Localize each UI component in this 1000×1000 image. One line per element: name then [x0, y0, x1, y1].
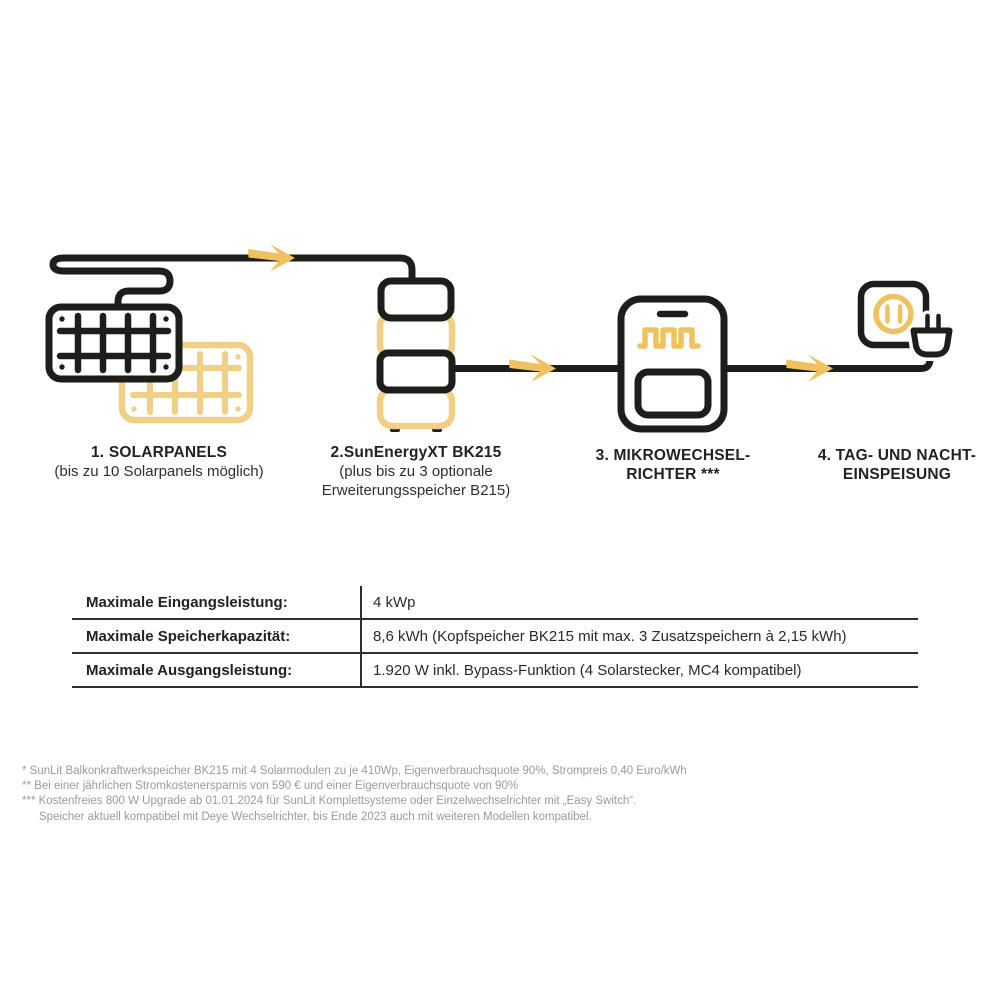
step-label-solarpanels: 1. SOLARPANELS (bis zu 10 Solarpanels mö… [54, 443, 263, 481]
flow-arrow-icons [248, 244, 833, 382]
system-flow-diagram [45, 244, 956, 433]
plug-icon [910, 313, 953, 358]
arrow-right-icon [248, 244, 295, 272]
arrow-right-icon [786, 354, 833, 382]
step-title: 4. TAG- UND NACHT- [817, 447, 977, 464]
spec-label: Maximale Eingangsleistung: [86, 593, 288, 611]
step-title: 3. MIKROWECHSEL- [595, 447, 751, 464]
wire-panel-to-battery [49, 254, 416, 316]
spec-value: 4 kWp [373, 593, 416, 611]
spec-label: Maximale Speicherkapazität: [86, 627, 291, 645]
battery-storage-icon [376, 277, 456, 432]
step-label-mikrowechselrichter: 3. MIKROWECHSEL- RICHTER *** [596, 446, 751, 484]
step-subtitle: (plus bis zu 3 optionale [339, 463, 493, 480]
square-wave-icon [637, 327, 701, 349]
step-label-sunenergyxt-bk215: 2.SunEnergyXT BK215 (plus bis zu 3 optio… [322, 443, 510, 500]
footnote: *** Kostenfreies 800 W Upgrade ab 01.01.… [22, 795, 637, 808]
specs-table: Maximale Eingangsleistung: 4 kWp Maximal… [72, 586, 918, 688]
step-title: 2.SunEnergyXT BK215 [330, 444, 502, 461]
table-row: Maximale Speicherkapazität: 8,6 kWh (Kop… [72, 620, 918, 654]
power-outlet-plug-icon [857, 280, 956, 361]
spec-value: 1.920 W inkl. Bypass-Funktion (4 Solarst… [373, 661, 802, 679]
footnote: * SunLit Balkonkraftwerkspeicher BK215 m… [22, 765, 687, 777]
footnote: Speicher aktuell kompatibel mit Deye Wec… [39, 810, 592, 823]
micro-inverter-icon [617, 295, 728, 433]
table-row: Maximale Ausgangsleistung: 1.920 W inkl.… [72, 654, 918, 688]
solar-panels-icon [45, 303, 183, 383]
table-row: Maximale Eingangsleistung: 4 kWp [72, 586, 918, 620]
spec-label: Maximale Ausgangsleistung: [86, 661, 293, 679]
footnotes: * SunLit Balkonkraftwerkspeicher BK215 m… [22, 764, 942, 825]
footnote: ** Bei einer jährlichen Stromkostenerspa… [22, 780, 519, 793]
step-subtitle: (bis zu 10 Solarpanels möglich) [54, 463, 264, 480]
spec-value: 8,6 kWh (Kopfspeicher BK215 mit max. 3 Z… [373, 627, 847, 645]
step-label-einspeisung: 4. TAG- UND NACHT- EINSPEISUNG [818, 446, 976, 484]
step-title: 1. SOLARPANELS [90, 444, 227, 461]
step-title: RICHTER *** [626, 466, 720, 483]
arrow-right-icon [509, 354, 556, 382]
step-title: EINSPEISUNG [842, 466, 952, 483]
step-subtitle: Erweiterungsspeicher B215) [321, 482, 511, 499]
table-column-divider [360, 586, 362, 688]
